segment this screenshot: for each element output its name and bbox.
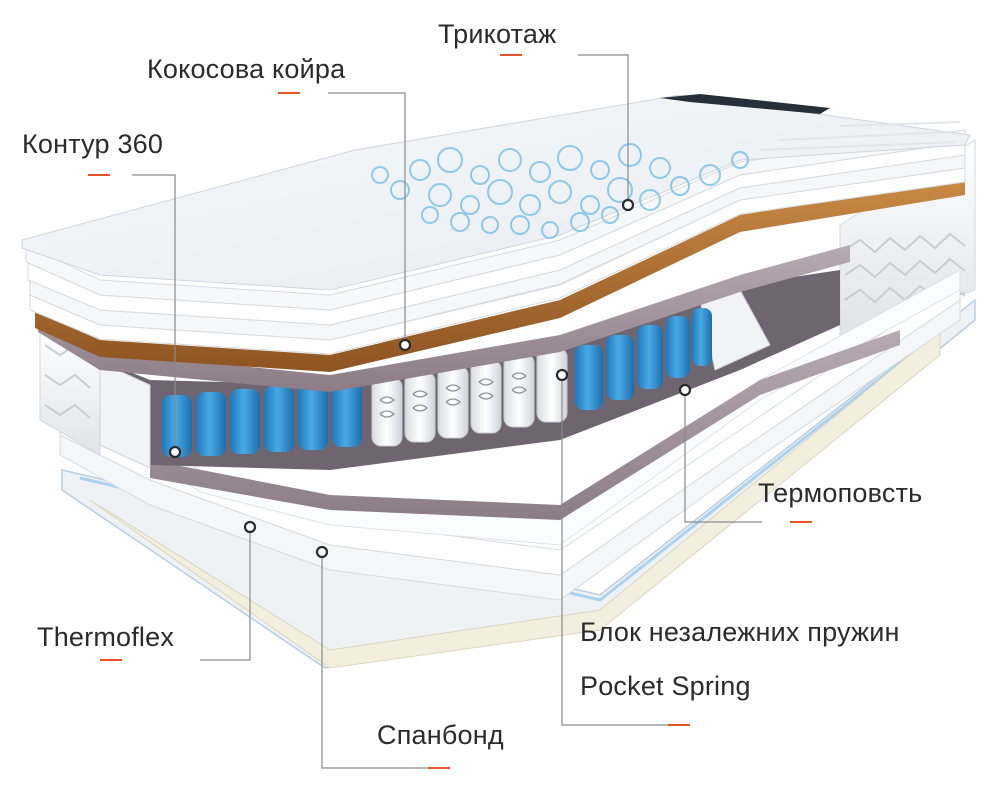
top-felt [38,245,850,392]
pocket-springs-blue-left [162,380,362,457]
label-termopovst: Термоповсть [758,478,923,508]
label-accent-dash [500,54,522,56]
knitted-cover [21,94,971,291]
label-kokosova-koira: Кокосова койра [147,54,346,84]
label-accent-dash [428,767,450,769]
leader-dot-marker [243,520,257,534]
leader-dot-marker [315,545,329,559]
label-accent-dash [88,174,110,176]
leader-dots [168,198,692,559]
label-spanbond: Спанбонд [377,720,504,750]
leader-lines [132,54,762,769]
label-blok-pruzhyn: Блок незалежних пружин [580,617,900,647]
label-accent-dash [278,92,300,94]
leader-dot-marker [168,445,182,459]
label-trykotazh: Трикотаж [438,19,557,49]
leader-dot-marker [621,198,635,212]
label-accent-dash [100,659,122,661]
leader-dot-marker [398,338,412,352]
cover-pattern [371,143,749,239]
label-accent-dash [668,724,690,726]
label-thermoflex: Thermoflex [37,622,175,652]
label-pocket-spring: Pocket Spring [580,671,751,701]
leader-dot-marker [555,368,569,382]
coconut-coir-layer [35,180,965,372]
label-accent-dash [790,521,812,523]
pocket-springs-blue-right [575,308,712,410]
leader-dot-marker [678,383,692,397]
label-kontur-360: Контур 360 [22,129,164,159]
